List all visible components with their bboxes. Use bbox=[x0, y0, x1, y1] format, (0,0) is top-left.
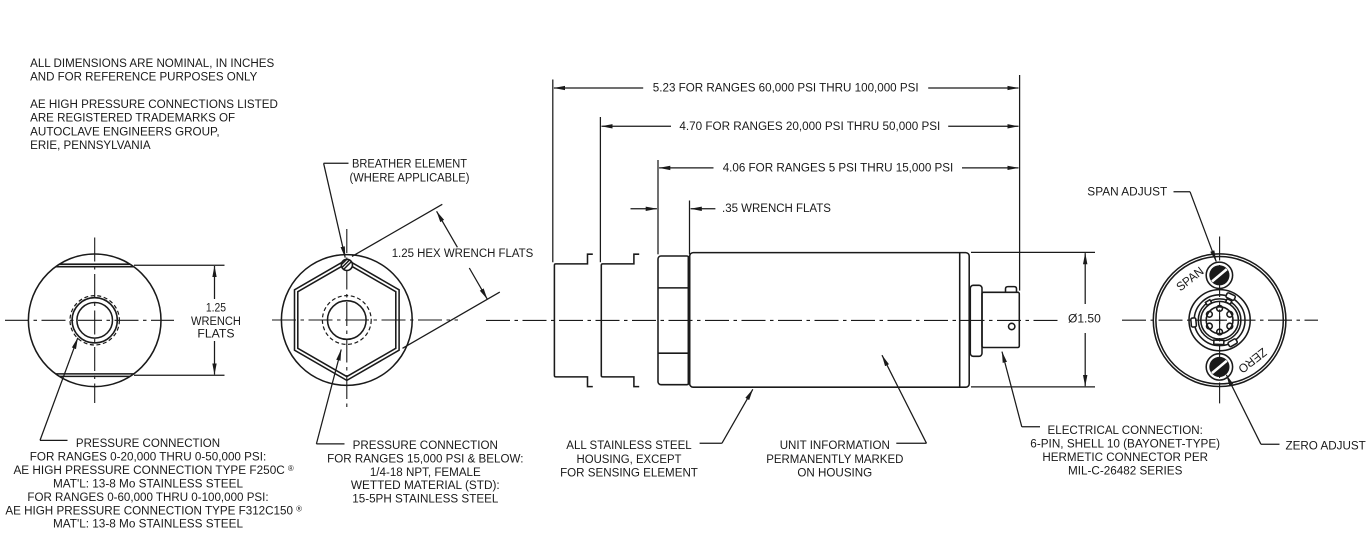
svg-text:MAT'L: 13-8 Mo STAINLESS STEEL: MAT'L: 13-8 Mo STAINLESS STEEL bbox=[53, 517, 243, 531]
svg-text:FOR RANGES 0-60,000 THRU 0-100: FOR RANGES 0-60,000 THRU 0-100,000 PSI: bbox=[27, 490, 268, 504]
svg-text:AE HIGH PRESSURE CONNECTION TY: AE HIGH PRESSURE CONNECTION TYPE F312C15… bbox=[5, 503, 302, 517]
svg-text:PRESSURE CONNECTION: PRESSURE CONNECTION bbox=[353, 438, 498, 452]
svg-text:MAT'L: 13-8 Mo STAINLESS STEEL: MAT'L: 13-8 Mo STAINLESS STEEL bbox=[53, 476, 243, 490]
svg-text:ZERO ADJUST: ZERO ADJUST bbox=[1286, 438, 1367, 452]
svg-text:ELECTRICAL CONNECTION:: ELECTRICAL CONNECTION: bbox=[1048, 423, 1203, 437]
svg-text:ALL STAINLESS STEEL: ALL STAINLESS STEEL bbox=[566, 438, 692, 452]
svg-text:HERMETIC CONNECTOR PER: HERMETIC CONNECTOR PER bbox=[1042, 450, 1208, 464]
svg-text:FLATS: FLATS bbox=[197, 327, 234, 341]
svg-text:ALL DIMENSIONS ARE NOMINAL, IN: ALL DIMENSIONS ARE NOMINAL, IN INCHES bbox=[30, 56, 274, 70]
svg-text:FOR RANGES 15,000 PSI & BELOW:: FOR RANGES 15,000 PSI & BELOW: bbox=[327, 451, 523, 465]
svg-text:Ø1.50: Ø1.50 bbox=[1068, 312, 1101, 326]
svg-text:.35 WRENCH FLATS: .35 WRENCH FLATS bbox=[722, 201, 831, 215]
svg-text:UNIT INFORMATION: UNIT INFORMATION bbox=[780, 438, 890, 452]
svg-text:ERIE, PENNSYLVANIA: ERIE, PENNSYLVANIA bbox=[30, 138, 151, 152]
svg-text:15-5PH STAINLESS STEEL: 15-5PH STAINLESS STEEL bbox=[352, 492, 498, 506]
svg-text:MIL-C-26482 SERIES: MIL-C-26482 SERIES bbox=[1068, 464, 1182, 478]
svg-text:PRESSURE CONNECTION: PRESSURE CONNECTION bbox=[76, 436, 220, 450]
svg-text:ARE REGISTERED TRADEMARKS OF: ARE REGISTERED TRADEMARKS OF bbox=[30, 111, 235, 125]
svg-text:HOUSING, EXCEPT: HOUSING, EXCEPT bbox=[577, 452, 683, 466]
svg-text:BREATHER ELEMENT: BREATHER ELEMENT bbox=[352, 157, 467, 171]
svg-text:5.23 FOR RANGES 60,000 PSI THR: 5.23 FOR RANGES 60,000 PSI THRU 100,000 … bbox=[653, 81, 919, 95]
svg-text:PERMANENTLY MARKED: PERMANENTLY MARKED bbox=[766, 452, 903, 466]
svg-text:SPAN ADJUST: SPAN ADJUST bbox=[1087, 185, 1168, 199]
svg-text:AE HIGH PRESSURE CONNECTION TY: AE HIGH PRESSURE CONNECTION TYPE F250C ® bbox=[13, 463, 293, 477]
svg-text:4.06 FOR RANGES 5 PSI THRU 15,: 4.06 FOR RANGES 5 PSI THRU 15,000 PSI bbox=[723, 160, 954, 174]
svg-text:1.25: 1.25 bbox=[206, 301, 226, 315]
svg-text:FOR RANGES 0-20,000 THRU 0-50,: FOR RANGES 0-20,000 THRU 0-50,000 PSI: bbox=[30, 449, 266, 463]
svg-text:1/4-18 NPT, FEMALE: 1/4-18 NPT, FEMALE bbox=[370, 465, 481, 479]
svg-text:ON HOUSING: ON HOUSING bbox=[797, 466, 872, 480]
svg-text:1.25 HEX WRENCH FLATS: 1.25 HEX WRENCH FLATS bbox=[392, 246, 534, 260]
svg-text:AND FOR REFERENCE PURPOSES ONL: AND FOR REFERENCE PURPOSES ONLY bbox=[30, 70, 257, 84]
svg-text:6-PIN, SHELL 10 (BAYONET-TYPE): 6-PIN, SHELL 10 (BAYONET-TYPE) bbox=[1030, 436, 1220, 450]
svg-text:AUTOCLAVE ENGINEERS GROUP,: AUTOCLAVE ENGINEERS GROUP, bbox=[30, 124, 220, 138]
svg-text:4.70 FOR RANGES 20,000 PSI THR: 4.70 FOR RANGES 20,000 PSI THRU 50,000 P… bbox=[679, 119, 940, 133]
svg-text:FOR SENSING ELEMENT: FOR SENSING ELEMENT bbox=[560, 466, 698, 480]
svg-text:AE HIGH PRESSURE CONNECTIONS L: AE HIGH PRESSURE CONNECTIONS LISTED bbox=[30, 97, 278, 111]
svg-text:(WHERE APPLICABLE): (WHERE APPLICABLE) bbox=[350, 170, 470, 184]
svg-text:WETTED MATERIAL (STD):: WETTED MATERIAL (STD): bbox=[351, 478, 500, 492]
svg-text:WRENCH: WRENCH bbox=[191, 314, 241, 328]
